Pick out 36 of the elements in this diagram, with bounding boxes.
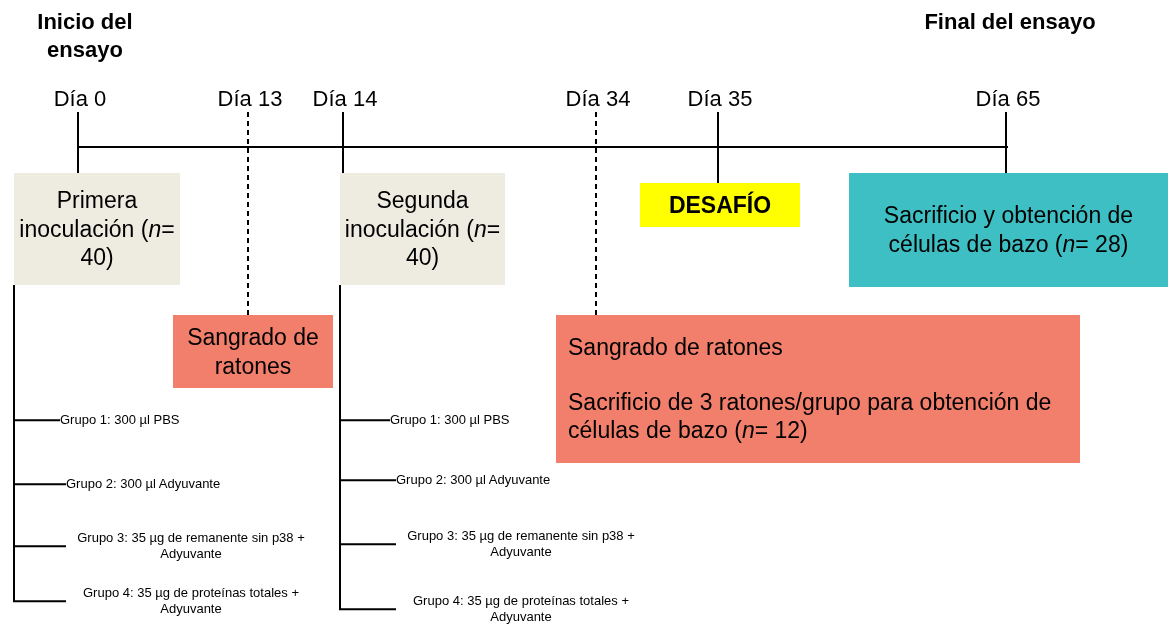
box-text: Segunda inoculación (n= 40) xyxy=(343,185,502,273)
connector-line xyxy=(342,111,344,174)
event-box xyxy=(14,173,180,285)
day-label: Día 13 xyxy=(210,86,290,112)
connector-line xyxy=(13,284,67,603)
day-label: Día 0 xyxy=(40,86,120,112)
group-label: Grupo 4: 35 µg de proteínas totales + Adyuvante xyxy=(396,593,646,626)
group-label: Grupo 3: 35 µg de remanente sin p38 + Adyuvante xyxy=(66,530,316,563)
group-label: Grupo 2: 300 µl Adyuvante xyxy=(66,476,221,493)
event-box xyxy=(340,173,505,285)
box-text: Primera inoculación (n= 40) xyxy=(18,185,176,273)
group-label: Grupo 1: 300 µl PBS xyxy=(60,412,180,429)
box-text: Sacrificio de 3 ratones/grupo para obtención de células de bazo (n= 12) xyxy=(568,387,1053,446)
connector-line xyxy=(247,111,249,316)
milestone-heading: Final del ensayo xyxy=(923,8,1097,36)
connector-line xyxy=(595,111,597,316)
milestone-heading: Inicio del ensayo xyxy=(36,8,134,63)
box-text: Sacrificio y obtención de células de bazo (n= 28) xyxy=(882,201,1135,259)
event-box xyxy=(173,315,333,388)
event-box xyxy=(849,173,1168,287)
connector-line xyxy=(77,111,79,174)
group-label: Grupo 2: 300 µl Adyuvante xyxy=(396,472,551,489)
day-label: Día 34 xyxy=(558,86,638,112)
box-text: DESAFÍO xyxy=(668,190,772,220)
day-label: Día 65 xyxy=(968,86,1048,112)
group-label: Grupo 3: 35 µg de remanente sin p38 + Adyuvante xyxy=(396,528,646,561)
day-label: Día 35 xyxy=(680,86,760,112)
event-box xyxy=(556,315,1080,463)
box-text: Sangrado de ratones xyxy=(568,332,783,362)
connector-line xyxy=(1005,111,1007,174)
connector-line xyxy=(717,111,719,184)
event-box xyxy=(640,183,800,227)
box-text: Sangrado de ratones xyxy=(186,322,320,381)
group-label: Grupo 4: 35 µg de proteínas totales + Adyuvante xyxy=(66,585,316,618)
day-label: Día 14 xyxy=(305,86,385,112)
group-label: Grupo 1: 300 µl PBS xyxy=(390,412,510,429)
